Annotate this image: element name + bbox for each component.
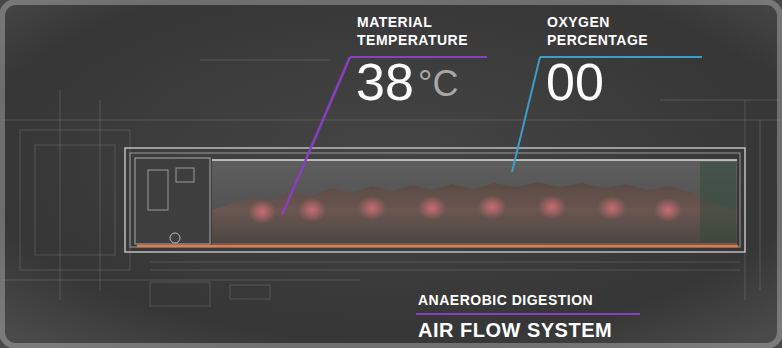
text-holder: AIR FLOW SYSTEM (418, 319, 612, 341)
reading-value: 00 (546, 56, 604, 108)
text-holder: MATERIAL TEMPERATURE (357, 14, 482, 49)
reading-unit: °C (418, 66, 458, 102)
callout-heading: OXYGEN PERCENTAGE (547, 14, 672, 49)
system-title: AIR FLOW SYSTEM (418, 319, 612, 341)
digestion-tank (125, 148, 745, 252)
leader-lines (282, 57, 702, 314)
system-subtitle: ANAEROBIC DIGESTION (418, 293, 593, 308)
text-holder: 38 (356, 56, 414, 108)
text-holder: 00 (546, 56, 604, 108)
reading-value: 38 (356, 56, 414, 108)
text-holder: ANAEROBIC DIGESTION (418, 293, 593, 308)
text-holder: OXYGEN PERCENTAGE (547, 14, 672, 49)
text-holder: °C (418, 66, 458, 102)
callout-heading: MATERIAL TEMPERATURE (357, 14, 482, 49)
